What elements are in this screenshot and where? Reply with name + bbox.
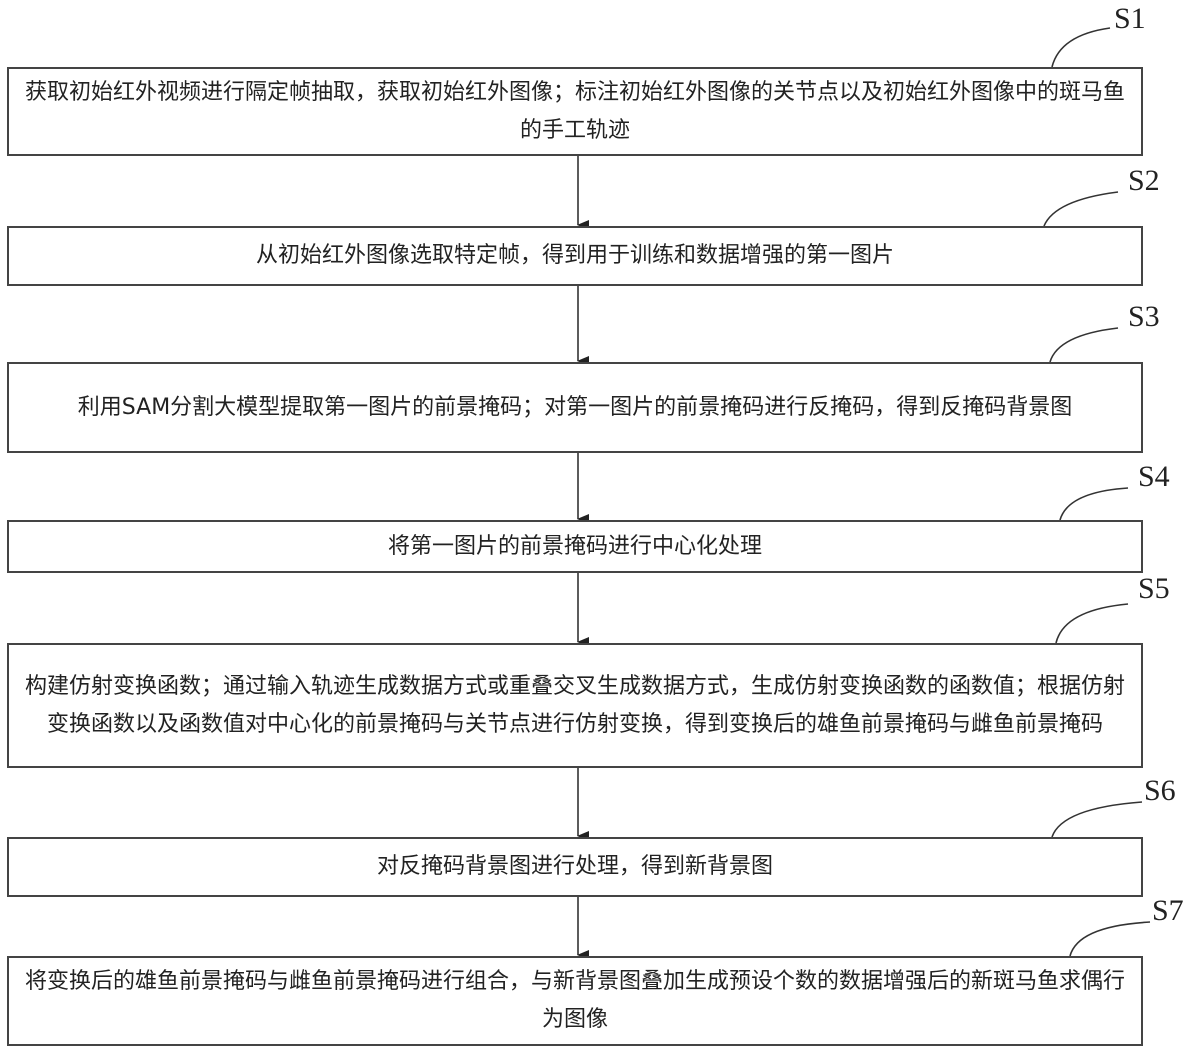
leader-s5	[1055, 603, 1129, 644]
leader-s7	[1069, 921, 1151, 957]
step-box-s3: 利用SAM分割大模型提取第一图片的前景掩码；对第一图片的前景掩码进行反掩码，得到…	[7, 362, 1143, 453]
step-text-s2: 从初始红外图像选取特定帧，得到用于训练和数据增强的第一图片	[255, 243, 894, 268]
step-box-s1: 获取初始红外视频进行隔定帧抽取，获取初始红外图像；标注初始红外图像的关节点以及初…	[7, 67, 1143, 156]
leader-s6	[1051, 801, 1143, 838]
leader-s2	[1043, 191, 1119, 227]
step-label-s5: S5	[1138, 572, 1170, 605]
step-box-s6: 对反掩码背景图进行处理，得到新背景图	[7, 837, 1143, 897]
step-label-s7: S7	[1152, 894, 1184, 927]
step-text-s5: 构建仿射变换函数；通过输入轨迹生成数据方式或重叠交叉生成数据方式，生成仿射变换函…	[24, 673, 1125, 737]
step-text-s7: 将变换后的雄鱼前景掩码与雌鱼前景掩码进行组合，与新背景图叠加生成预设个数的数据增…	[24, 969, 1125, 1032]
step-label-s1: S1	[1114, 2, 1146, 35]
step-label-s3: S3	[1128, 300, 1160, 333]
step-box-s5: 构建仿射变换函数；通过输入轨迹生成数据方式或重叠交叉生成数据方式，生成仿射变换函…	[7, 643, 1143, 768]
step-box-s7: 将变换后的雄鱼前景掩码与雌鱼前景掩码进行组合，与新背景图叠加生成预设个数的数据增…	[7, 956, 1143, 1046]
step-text-s4: 将第一图片的前景掩码进行中心化处理	[387, 533, 762, 559]
step-text-s6: 对反掩码背景图进行处理，得到新背景图	[376, 854, 773, 879]
step-label-s2: S2	[1128, 164, 1160, 197]
step-text-s1: 获取初始红外视频进行隔定帧抽取，获取初始红外图像；标注初始红外图像的关节点以及初…	[24, 79, 1125, 143]
leader-s3	[1049, 327, 1119, 363]
leader-s1	[1051, 27, 1111, 68]
step-label-s4: S4	[1138, 460, 1170, 493]
leader-s4	[1059, 487, 1129, 521]
step-box-s2: 从初始红外图像选取特定帧，得到用于训练和数据增强的第一图片	[7, 226, 1143, 286]
step-text-s3: 利用SAM分割大模型提取第一图片的前景掩码；对第一图片的前景掩码进行反掩码，得到…	[77, 394, 1073, 420]
step-label-s6: S6	[1144, 774, 1176, 807]
step-box-s4: 将第一图片的前景掩码进行中心化处理	[7, 520, 1143, 573]
